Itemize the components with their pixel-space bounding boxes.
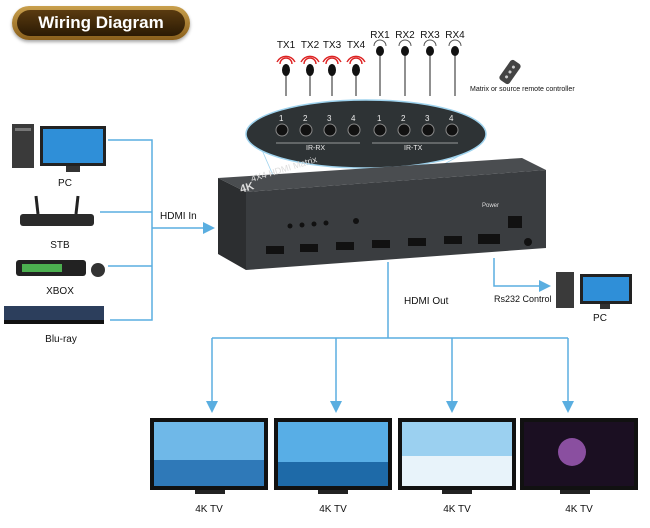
tv-3-label: 4K TV bbox=[443, 504, 471, 515]
tx1-label: TX1 bbox=[276, 40, 296, 51]
pc-monitor-icon bbox=[40, 126, 106, 172]
tv-1 bbox=[150, 418, 268, 494]
ir-port-2: 2 bbox=[303, 114, 308, 123]
ir-port-5: 1 bbox=[377, 114, 382, 123]
ir-tx-group-label: IR-TX bbox=[404, 145, 423, 152]
hdmi-in-label: HDMI In bbox=[160, 211, 197, 222]
ir-port-panel bbox=[245, 99, 487, 169]
tx2-label: TX2 bbox=[300, 40, 320, 51]
tv-4-label: 4K TV bbox=[565, 504, 593, 515]
pc-tower-icon bbox=[12, 124, 34, 168]
remote-note: Matrix or source remote controller bbox=[470, 86, 575, 93]
matrix-device: 4X4 HDMI Matrix bbox=[218, 154, 546, 270]
ir-port-4: 4 bbox=[351, 114, 356, 123]
source-label-stb: STB bbox=[50, 240, 70, 251]
control-pc-label: PC bbox=[593, 313, 607, 324]
title-badge: Wiring Diagram bbox=[12, 6, 190, 40]
rx-receivers bbox=[373, 39, 462, 56]
hdmi-out-lines bbox=[206, 262, 574, 413]
ir-port-8: 4 bbox=[449, 114, 454, 123]
tv-1-label: 4K TV bbox=[195, 504, 223, 515]
tv-3 bbox=[398, 418, 516, 494]
control-pc-icon bbox=[556, 272, 632, 309]
tv-4 bbox=[520, 418, 638, 494]
ir-port-6: 2 bbox=[401, 114, 406, 123]
ir-port-3: 3 bbox=[327, 114, 332, 123]
xbox-icon bbox=[16, 260, 105, 277]
ir-cables bbox=[285, 55, 456, 96]
rx1-label: RX1 bbox=[370, 30, 390, 41]
rx2-label: RX2 bbox=[395, 30, 415, 41]
tv-2 bbox=[274, 418, 392, 494]
tx4-label: TX4 bbox=[346, 40, 366, 51]
source-bus-line bbox=[108, 139, 153, 321]
hdmi-in-lines bbox=[100, 139, 215, 321]
ir-port-1: 1 bbox=[279, 114, 284, 123]
source-label-bluray: Blu-ray bbox=[45, 334, 77, 345]
rs232-label: Rs232 Control bbox=[494, 294, 552, 304]
tx-emitters bbox=[276, 55, 366, 76]
remote-control-icon bbox=[499, 59, 521, 85]
router-icon bbox=[20, 195, 94, 226]
source-label-pc: PC bbox=[58, 178, 72, 189]
bluray-player-icon bbox=[4, 306, 104, 324]
rx3-label: RX3 bbox=[420, 30, 440, 41]
ir-rx-group-label: IR-RX bbox=[306, 145, 326, 152]
tv-2-label: 4K TV bbox=[319, 504, 347, 515]
power-label: Power bbox=[482, 203, 500, 209]
rs232-arrow bbox=[493, 258, 551, 292]
rx4-label: RX4 bbox=[445, 30, 465, 41]
page-title: Wiring Diagram bbox=[17, 10, 185, 36]
source-label-xbox: XBOX bbox=[46, 286, 74, 297]
tx3-label: TX3 bbox=[322, 40, 342, 51]
hdmi-out-label: HDMI Out bbox=[404, 296, 449, 307]
ir-port-7: 3 bbox=[425, 114, 430, 123]
